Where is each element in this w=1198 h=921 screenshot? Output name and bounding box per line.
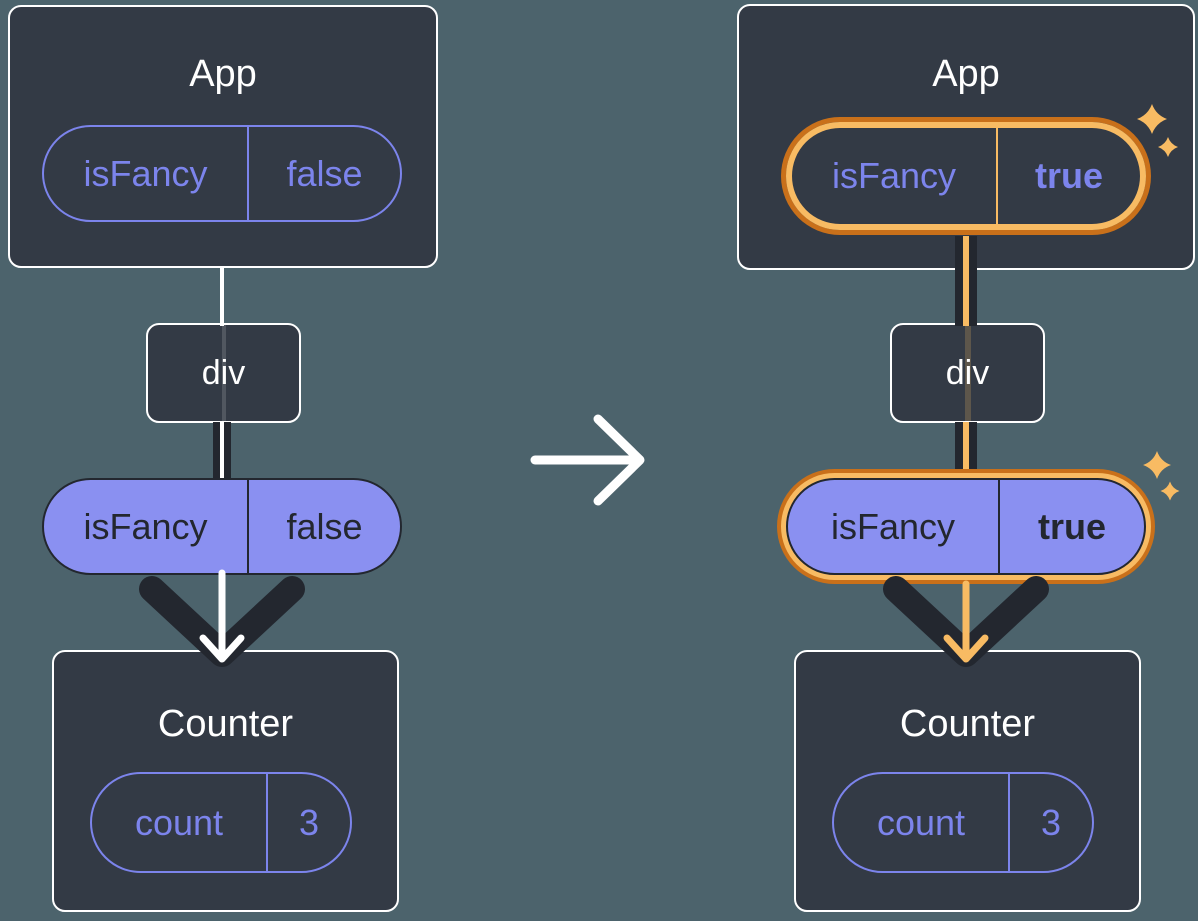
passed-prop-pill-after-highlighted: isFancy true bbox=[786, 478, 1146, 575]
pill-divider bbox=[247, 127, 249, 220]
prop-name: isFancy bbox=[83, 152, 208, 194]
pill-divider bbox=[266, 774, 268, 871]
pill-divider bbox=[998, 480, 1000, 573]
connector-core bbox=[963, 422, 969, 474]
app-title-after: App bbox=[932, 53, 1000, 95]
div-label-before: div bbox=[201, 353, 246, 392]
sparkle-small bbox=[1160, 481, 1180, 501]
state-value: 3 bbox=[1040, 801, 1062, 843]
prop-value: false bbox=[286, 505, 363, 547]
connector-core bbox=[220, 422, 224, 479]
flow-arrow-icon-after bbox=[883, 576, 1049, 667]
connector-app-div-before bbox=[220, 266, 224, 326]
app-state-pill-after-highlighted: isFancy true bbox=[786, 122, 1146, 230]
pass-through-line bbox=[964, 325, 971, 421]
connector-div-pill-before bbox=[213, 422, 231, 479]
div-node-before: div bbox=[146, 323, 301, 423]
connector-div-pill-after bbox=[955, 422, 977, 474]
prop-value: true bbox=[1037, 505, 1106, 547]
prop-name: isFancy bbox=[831, 155, 957, 196]
counter-state-pill-after: count 3 bbox=[832, 772, 1094, 873]
state-name: count bbox=[876, 801, 966, 843]
sparkle-small bbox=[1158, 137, 1178, 157]
arrow-head bbox=[199, 634, 245, 663]
app-state-pill-before: isFancy false bbox=[42, 125, 402, 222]
prop-name: isFancy bbox=[830, 505, 956, 547]
prop-name: isFancy bbox=[83, 505, 208, 547]
connector-app-div-after bbox=[955, 236, 977, 326]
pass-through-line bbox=[221, 325, 226, 421]
sparkle-icon bbox=[1137, 104, 1178, 157]
state-value: 3 bbox=[298, 801, 320, 843]
sparkle-big bbox=[1137, 104, 1167, 134]
sparkle-big bbox=[1143, 451, 1171, 479]
pill-divider bbox=[996, 128, 998, 224]
arrow-head bbox=[593, 414, 645, 506]
div-node-after: div bbox=[890, 323, 1045, 423]
app-title-before: App bbox=[189, 53, 257, 95]
pill-divider bbox=[1008, 774, 1010, 871]
counter-title-after: Counter bbox=[899, 703, 1036, 745]
flow-arrow-icon-before bbox=[139, 569, 305, 667]
arrow-head bbox=[943, 634, 989, 663]
counter-title-before: Counter bbox=[157, 703, 294, 745]
state-name: count bbox=[134, 801, 224, 843]
pill-divider bbox=[247, 480, 249, 573]
counter-state-pill-before: count 3 bbox=[90, 772, 352, 873]
prop-value: true bbox=[1034, 155, 1103, 196]
prop-value: false bbox=[286, 152, 363, 194]
sparkle-icon bbox=[1143, 451, 1180, 501]
passed-prop-pill-before: isFancy false bbox=[42, 478, 402, 575]
connector-core bbox=[963, 236, 969, 326]
div-label-after: div bbox=[945, 353, 990, 392]
transition-arrow-icon bbox=[530, 414, 645, 506]
